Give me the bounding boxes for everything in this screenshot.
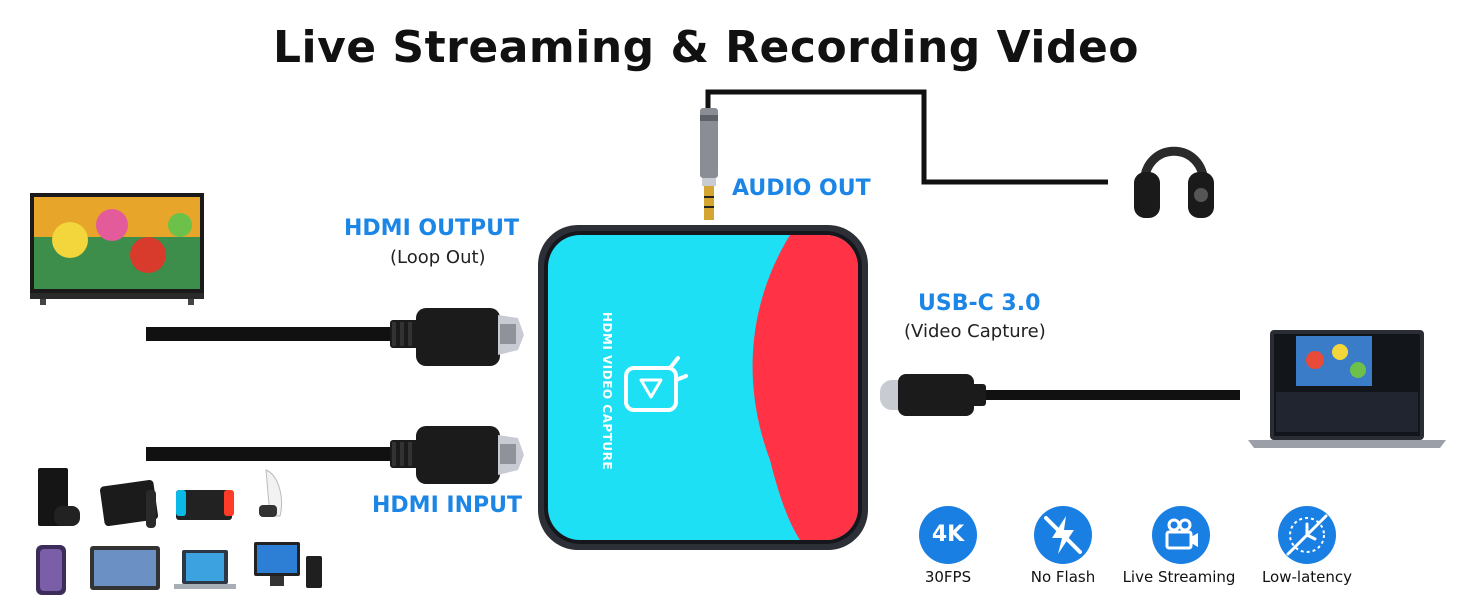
hdmi-output-plug	[390, 308, 524, 366]
usbc-cable	[980, 390, 1240, 400]
no-flash-icon	[1034, 506, 1092, 564]
usbc-label: USB-C 3.0	[918, 291, 1041, 316]
audio-cable	[705, 89, 1108, 185]
hdmi-input-plug	[390, 426, 524, 484]
audio-jack	[700, 108, 718, 220]
hdmi-output-label: HDMI OUTPUT	[344, 216, 519, 241]
usbc-sublabel: (Video Capture)	[904, 321, 1046, 342]
headphones-icon	[1134, 146, 1214, 218]
tv-icon	[30, 193, 204, 305]
tv-play-icon	[624, 356, 688, 412]
laptop-icon	[1248, 330, 1446, 448]
feature-30fps-label: 30FPS	[924, 568, 972, 586]
page-title: Live Streaming & Recording Video	[272, 22, 1140, 73]
source-devices-icons	[36, 468, 322, 595]
feature-no-flash-label: No Flash	[1030, 568, 1096, 586]
video-camera-icon	[1152, 506, 1210, 564]
hdmi-output-sublabel: (Loop Out)	[390, 247, 486, 268]
low-latency-icon	[1278, 506, 1336, 564]
4k-badge-text: 4K	[931, 522, 965, 547]
feature-low-latency-label: Low-latency	[1261, 568, 1353, 586]
capture-device	[538, 225, 868, 550]
audio-out-label: AUDIO OUT	[732, 176, 871, 201]
usbc-plug	[880, 374, 986, 416]
feature-live-streaming-label: Live Streaming	[1122, 568, 1236, 586]
hdmi-input-cable	[146, 447, 396, 461]
hdmi-input-label: HDMI INPUT	[372, 493, 523, 518]
hdmi-output-cable	[146, 327, 396, 341]
device-label: HDMI VIDEO CAPTURE	[600, 311, 614, 471]
4k-badge-icon: 4K	[919, 506, 977, 564]
